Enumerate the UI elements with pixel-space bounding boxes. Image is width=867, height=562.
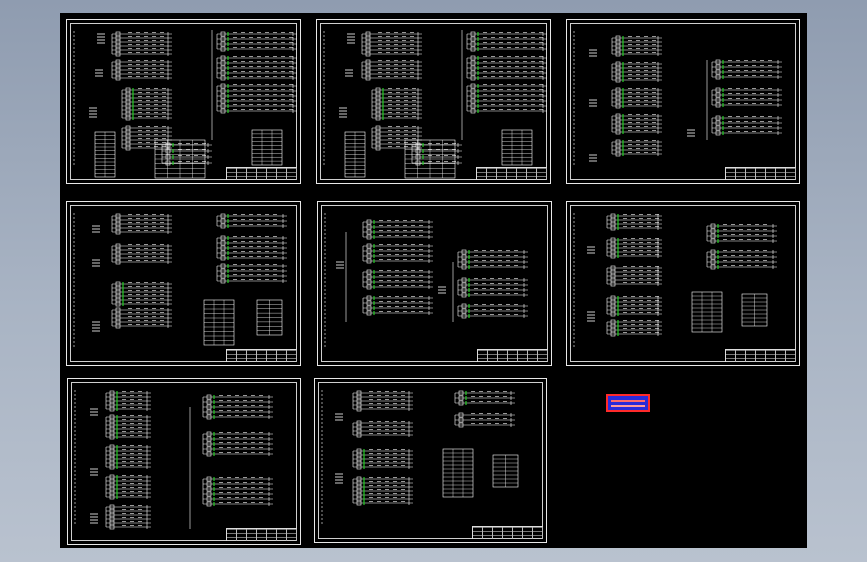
title-block bbox=[477, 349, 548, 362]
schematic-lines bbox=[323, 30, 547, 179]
schematic-lines bbox=[573, 31, 782, 165]
title-block bbox=[472, 526, 543, 539]
title-block bbox=[226, 349, 297, 362]
drawing-viewport[interactable] bbox=[60, 13, 807, 548]
schematic-lines bbox=[321, 390, 519, 524]
sheet-border bbox=[70, 23, 297, 180]
title-stamp bbox=[606, 394, 650, 412]
sheet-border bbox=[318, 382, 543, 539]
sheet-border bbox=[71, 382, 297, 541]
drawing-sheet-3[interactable] bbox=[566, 19, 800, 184]
sheet-border bbox=[321, 205, 548, 362]
drawing-sheet-7[interactable] bbox=[67, 378, 301, 545]
drawing-sheet-1[interactable] bbox=[66, 19, 301, 184]
drawing-sheet-8[interactable] bbox=[314, 378, 547, 543]
title-block bbox=[226, 167, 297, 180]
sheet-border bbox=[70, 205, 297, 362]
drawing-sheet-4[interactable] bbox=[66, 201, 301, 366]
drawing-sheet-5[interactable] bbox=[317, 201, 552, 366]
sheet-border bbox=[570, 23, 796, 180]
title-block bbox=[725, 167, 796, 180]
stamp-line bbox=[611, 400, 645, 402]
title-block bbox=[725, 349, 796, 362]
schematic-lines bbox=[73, 30, 297, 179]
drawing-sheet-2[interactable] bbox=[316, 19, 551, 184]
title-block bbox=[476, 167, 547, 180]
sheet-border bbox=[320, 23, 547, 180]
schematic-lines bbox=[74, 390, 273, 530]
drawing-sheet-6[interactable] bbox=[566, 201, 800, 366]
schematic-lines bbox=[73, 213, 287, 347]
sheet-border bbox=[570, 205, 796, 362]
stamp-line bbox=[611, 405, 645, 407]
schematic-lines bbox=[324, 213, 528, 347]
schematic-lines bbox=[573, 213, 777, 347]
title-block bbox=[226, 528, 297, 541]
